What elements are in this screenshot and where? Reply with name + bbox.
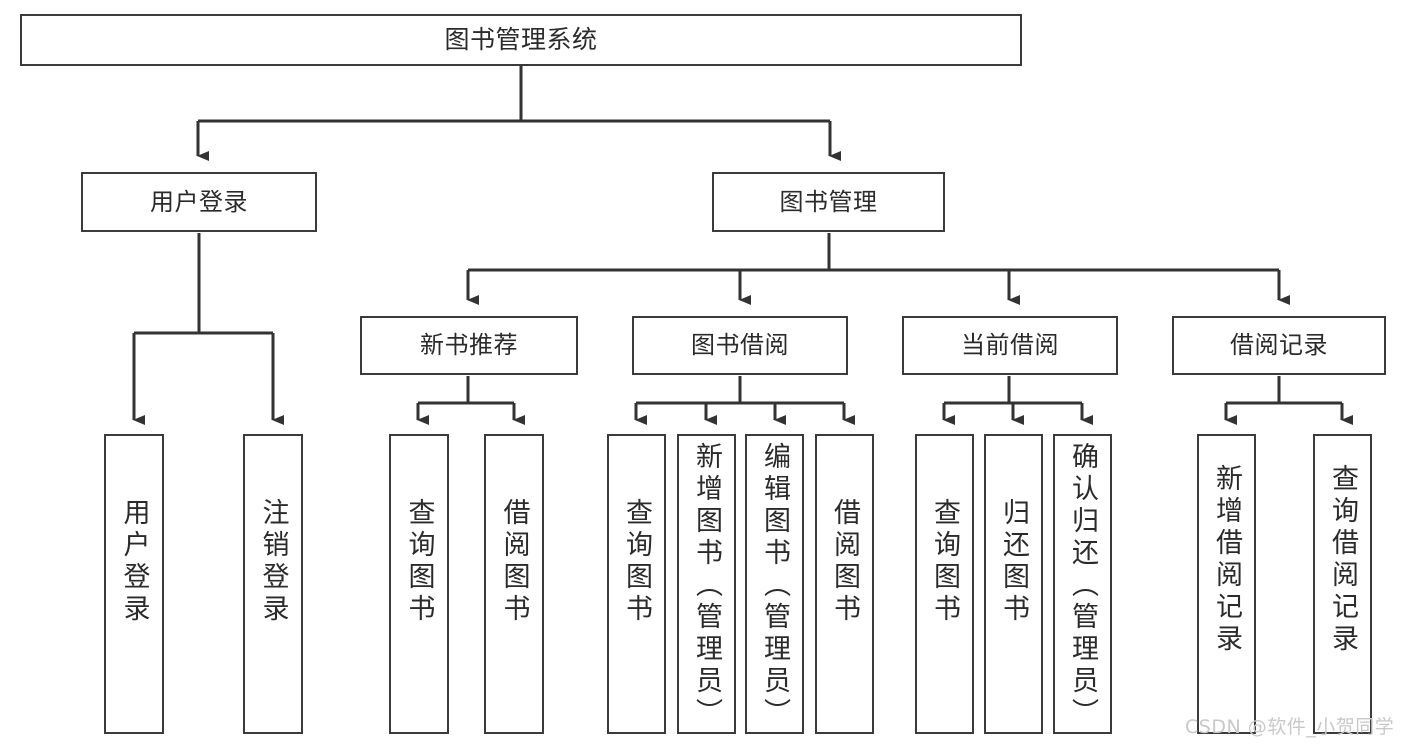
node-label: 查询图书 — [621, 498, 652, 626]
node-label: 用户登录 — [118, 498, 150, 626]
node-leaf-query-book-recommend[interactable]: 查询图书 — [389, 434, 449, 734]
node-label: 图书管理系统 — [444, 25, 598, 55]
node-leaf-confirm-return-admin[interactable]: 确认归还（管理员） — [1053, 434, 1112, 734]
node-label: 图书借阅 — [691, 331, 789, 360]
node-leaf-edit-book-admin[interactable]: 编辑图书（管理员） — [745, 434, 804, 734]
node-leaf-query-book[interactable]: 查询图书 — [607, 434, 666, 734]
node-label: 借阅图书 — [829, 498, 860, 626]
node-label: 新增借阅记录 — [1211, 464, 1242, 656]
node-label: 当前借阅 — [961, 331, 1059, 360]
node-user-login[interactable]: 用户登录 — [81, 172, 317, 232]
node-label: 借阅记录 — [1230, 331, 1328, 360]
node-label: 注销登录 — [257, 498, 289, 626]
node-label: 归还图书 — [998, 498, 1029, 626]
node-leaf-query-book-current[interactable]: 查询图书 — [915, 434, 974, 734]
node-current-borrow[interactable]: 当前借阅 — [902, 316, 1118, 375]
node-leaf-query-borrow-record[interactable]: 查询借阅记录 — [1313, 434, 1372, 734]
node-leaf-logout[interactable]: 注销登录 — [243, 434, 303, 734]
node-leaf-add-book-admin[interactable]: 新增图书（管理员） — [677, 434, 736, 734]
node-leaf-add-borrow-record[interactable]: 新增借阅记录 — [1197, 434, 1256, 734]
csdn-watermark: CSDN @软件_小贺同学 — [1185, 716, 1395, 738]
node-root-book-management-system[interactable]: 图书管理系统 — [20, 14, 1022, 66]
node-leaf-user-login[interactable]: 用户登录 — [104, 434, 164, 734]
node-leaf-borrow-book-recommend[interactable]: 借阅图书 — [484, 434, 544, 734]
node-leaf-return-book[interactable]: 归还图书 — [984, 434, 1043, 734]
node-label: 查询图书 — [929, 498, 960, 626]
node-label: 用户登录 — [150, 187, 248, 216]
node-label: 借阅图书 — [498, 498, 530, 626]
node-book-management[interactable]: 图书管理 — [712, 172, 945, 232]
node-book-borrow[interactable]: 图书借阅 — [632, 316, 848, 375]
node-label: 新书推荐 — [420, 331, 518, 360]
node-leaf-borrow-book[interactable]: 借阅图书 — [815, 434, 874, 734]
node-label: 确认归还（管理员） — [1067, 442, 1098, 730]
node-label: 查询借阅记录 — [1327, 464, 1358, 656]
node-new-book-recommend[interactable]: 新书推荐 — [360, 316, 578, 375]
node-borrow-record[interactable]: 借阅记录 — [1172, 316, 1386, 375]
node-label: 图书管理 — [779, 187, 878, 216]
node-label: 新增图书（管理员） — [691, 442, 722, 730]
node-label: 编辑图书（管理员） — [759, 442, 790, 730]
node-label: 查询图书 — [403, 498, 435, 626]
